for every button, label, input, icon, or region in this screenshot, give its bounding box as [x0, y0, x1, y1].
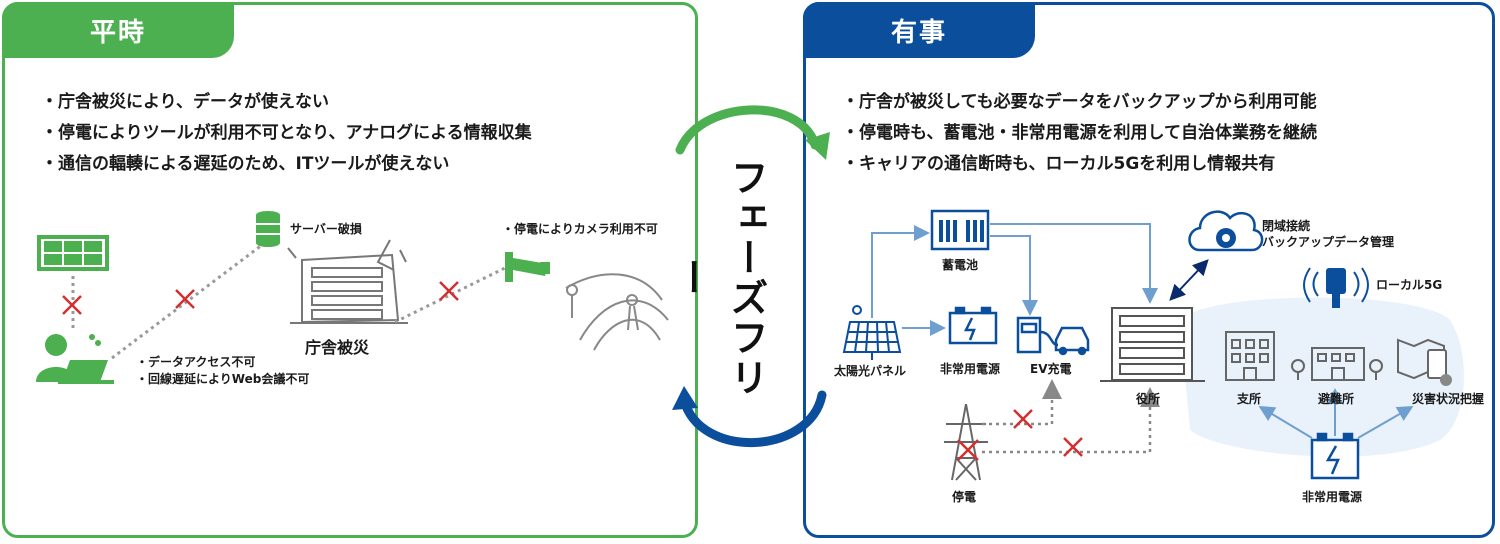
shelter-label: 避難所 [1318, 392, 1355, 406]
web-meeting-note: 回線遅延によりWeb会議不可 [136, 371, 309, 388]
emergency-bullets: 庁舎が被災しても必要なデータをバックアップから利用可能 停電時も、蓄電池・非常用… [842, 87, 1317, 180]
video-conference-icon [37, 235, 109, 271]
local5g-label: ローカル5G [1376, 278, 1443, 292]
cross-icon [175, 289, 195, 309]
access-notes: データアクセス不可 回線遅延によりWeb会議不可 [136, 354, 309, 388]
city-hall-label: 役所 [1136, 392, 1161, 406]
storage-battery-label: 蓄電池 [942, 258, 979, 272]
local5g-antenna-icon [1303, 267, 1369, 308]
cloud-label: 閉域接続 バックアップデータ管理 [1262, 219, 1395, 249]
camera-unavailable-label: ・停電によりカメラ利用不可 [502, 222, 658, 236]
emergency-power-icon [948, 306, 998, 345]
damaged-building-icon [287, 239, 408, 324]
outage-lines [982, 379, 1160, 454]
ev-charging-label: EV充電 [1030, 362, 1072, 376]
normal-time-panel: 平時 庁舎被災により、データが使えない 停電によりツールが利用不可となり、アナロ… [2, 2, 698, 538]
normal-time-tab: 平時 [2, 2, 234, 58]
power-outage-label: 停電 [952, 490, 977, 504]
emergency-power-label: 非常用電源 [940, 362, 1001, 376]
emergency-power-icon-2 [1310, 432, 1360, 480]
backup-link-arrow [1169, 259, 1209, 301]
bullet-item: 庁舎が被災しても必要なデータをバックアップから利用可能 [842, 87, 1317, 118]
server-icon [256, 211, 280, 247]
bullet-item: 通信の輻輳による遅延のため、ITツールが使えない [41, 149, 532, 180]
cross-icon [62, 295, 82, 315]
road-scene-icon [565, 273, 669, 351]
emergency-power-label-2: 非常用電源 [1302, 490, 1363, 504]
power-flow-lines [871, 223, 1414, 439]
bullet-item: キャリアの通信断時も、ローカル5Gを利用し情報共有 [842, 149, 1317, 180]
person-laptop-icon [36, 334, 114, 384]
bullet-item: 停電によりツールが利用不可となり、アナログによる情報収集 [41, 118, 532, 149]
cycle-arrows [672, 105, 830, 447]
ev-charger-icon [1016, 316, 1090, 356]
shelter-icon [1291, 347, 1383, 381]
security-camera-icon [505, 252, 550, 282]
blue-arrow-head [672, 386, 698, 410]
disaster-status-label: 災害状況把握 [1412, 392, 1485, 406]
green-arrow-head [805, 132, 830, 160]
cross-icon [957, 409, 1083, 461]
building-damage-label: 庁舎被災 [305, 338, 370, 357]
bullet-item: 庁舎被災により、データが使えない [41, 87, 532, 118]
data-access-note: データアクセス不可 [136, 354, 309, 371]
normal-time-bullets: 庁舎被災により、データが使えない 停電によりツールが利用不可となり、アナログによ… [41, 87, 532, 180]
bullet-item: 停電時も、蓄電池・非常用電源を利用して自治体業務を継続 [842, 118, 1317, 149]
solar-panel-label: 太陽光パネル [834, 364, 907, 378]
cloud-gear-icon [1188, 210, 1264, 252]
server-damage-label: サーバー破損 [290, 222, 362, 236]
city-hall-icon [1100, 307, 1205, 382]
phase-free-label: フェーズフリー [669, 158, 768, 398]
solar-panel-icon [842, 305, 902, 360]
storage-battery-icon [930, 209, 990, 251]
power-tower-icon [944, 403, 988, 481]
emergency-tab: 有事 [803, 2, 1035, 58]
branch-office-icon [1225, 331, 1275, 381]
branch-office-label: 支所 [1237, 392, 1262, 406]
cross-icon [439, 281, 459, 301]
disaster-status-icon [1397, 338, 1452, 386]
